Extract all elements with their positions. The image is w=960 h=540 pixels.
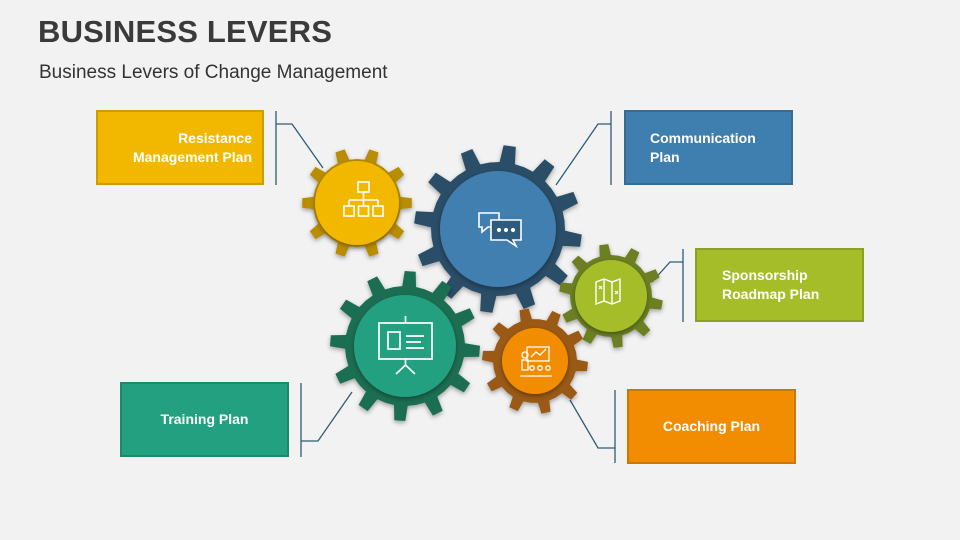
lever-box-training: Training Plan xyxy=(120,382,289,457)
gear-sponsorship xyxy=(559,244,663,348)
lever-label: Training Plan xyxy=(160,411,249,427)
lever-label: Sponsorship xyxy=(722,267,808,283)
connector-lines xyxy=(275,111,684,463)
gear-disc xyxy=(354,295,456,397)
gear-resistance xyxy=(302,149,412,257)
presentation-board-icon xyxy=(378,316,433,375)
lever-label: Resistance xyxy=(178,129,252,146)
connector-resistance xyxy=(275,111,324,185)
connector-coaching xyxy=(569,390,616,463)
chat-bubbles-icon xyxy=(478,212,522,249)
lever-box-coaching: Coaching Plan xyxy=(627,389,796,464)
coach-icon xyxy=(520,346,552,377)
lever-label: Coaching Plan xyxy=(662,418,761,434)
page-subtitle: Business Levers of Change Management xyxy=(39,62,388,83)
lever-label: Plan xyxy=(650,148,680,165)
connector-training xyxy=(300,383,353,457)
gear-disc xyxy=(575,260,647,332)
connector-sponsorship xyxy=(651,249,684,322)
gear-disc xyxy=(315,161,399,245)
lever-label: Management Plan xyxy=(132,148,252,165)
lever-label: Communication xyxy=(650,129,756,146)
gear-training xyxy=(330,271,480,421)
map-icon xyxy=(595,277,621,306)
org-chart-icon xyxy=(343,181,384,217)
page-title: BUSINESS LEVERS xyxy=(38,14,333,49)
lever-label: Roadmap Plan xyxy=(722,286,820,302)
connector-communication xyxy=(555,111,612,186)
